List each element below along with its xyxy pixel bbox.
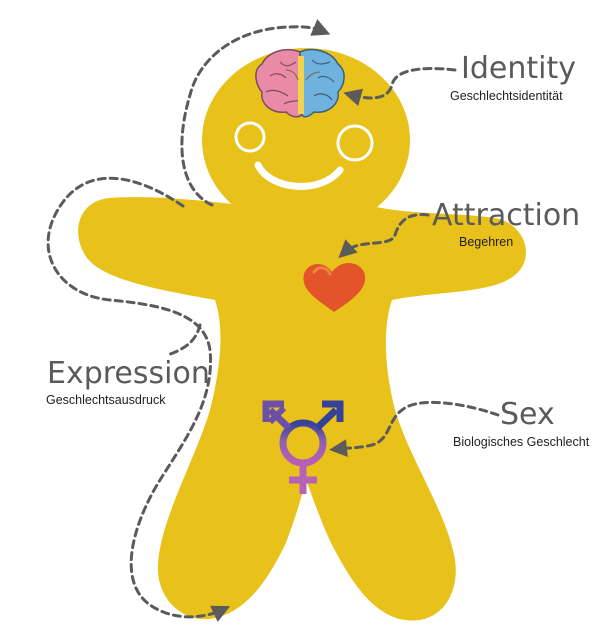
left-eye-icon (234, 121, 266, 153)
smile-icon (254, 161, 344, 190)
identity-subtitle: Geschlechtsidentität (450, 89, 563, 103)
identity-arrow (343, 67, 457, 107)
face (234, 121, 374, 190)
expression-arrow (166, 323, 202, 357)
brain-icon (255, 48, 345, 118)
attraction-arrow (338, 213, 430, 259)
identity-title: Identity (461, 51, 576, 86)
attraction-title: Attraction (432, 198, 581, 233)
identity-outline-arrow (180, 19, 331, 207)
gingerbread-body (78, 48, 526, 621)
expression-outline-arrow (46, 176, 231, 622)
expression-title: Expression (47, 356, 210, 391)
sex-subtitle: Biologisches Geschlecht (453, 435, 590, 449)
expression-subtitle: Geschlechtsausdruck (46, 393, 166, 407)
attraction-subtitle: Begehren (459, 235, 514, 249)
sex-arrow (329, 400, 500, 458)
heart-icon (303, 263, 366, 312)
dashed-arrows (46, 19, 500, 622)
sex-title: Sex (500, 397, 555, 432)
right-eye-icon (336, 124, 374, 162)
transgender-symbol-icon (262, 400, 344, 494)
